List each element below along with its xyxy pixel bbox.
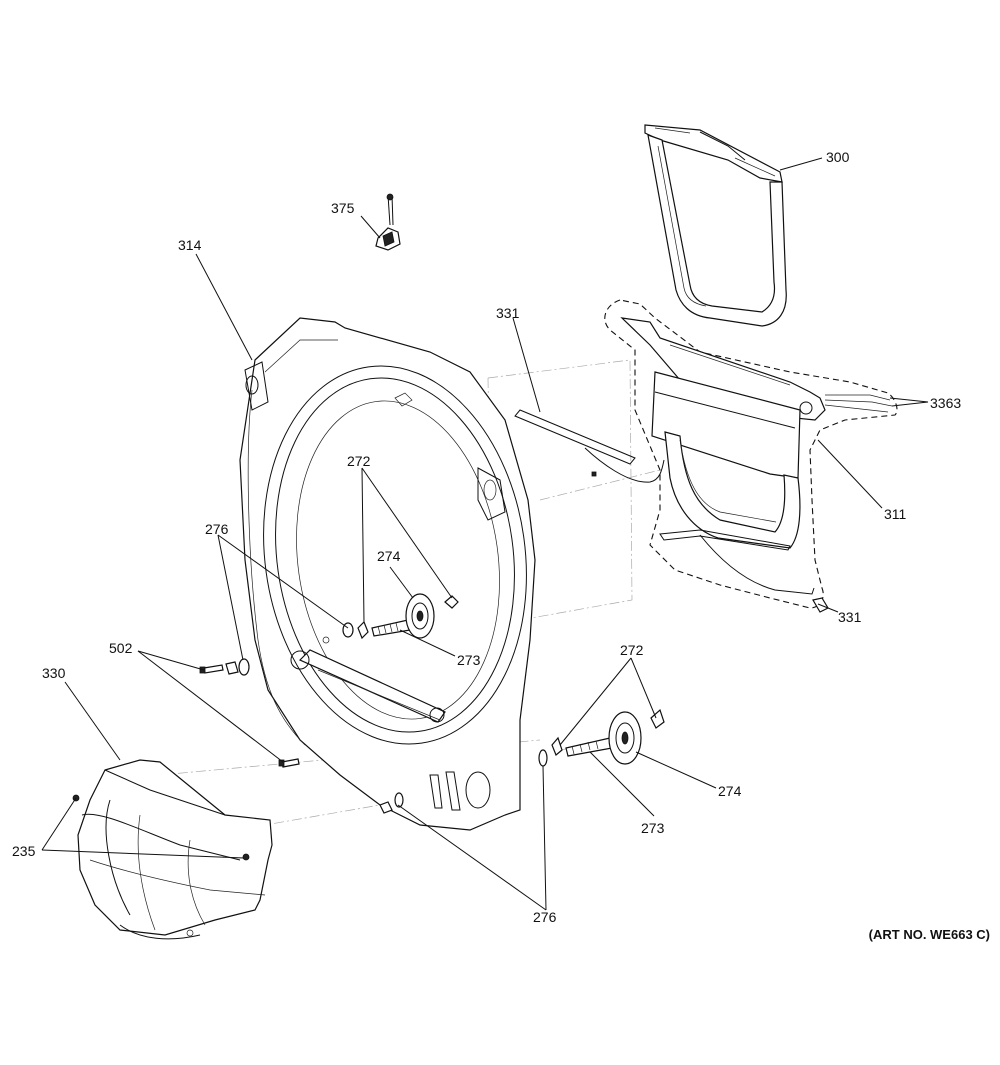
callout-330: 330 <box>42 665 66 681</box>
callout-274-right: 274 <box>718 783 742 799</box>
callout-331-bottom: 331 <box>838 609 862 625</box>
left-roller-assembly[interactable] <box>342 593 459 640</box>
callout-235: 235 <box>12 843 36 859</box>
part-375-sensor[interactable] <box>375 193 401 251</box>
part-311-filter-housing[interactable] <box>604 299 898 609</box>
callout-273-left: 273 <box>457 652 481 668</box>
callout-273-right: 273 <box>641 820 665 836</box>
art-number: (ART NO. WE663 C) <box>869 927 990 942</box>
right-roller-assembly[interactable] <box>538 708 665 767</box>
callout-274-left: 274 <box>377 548 401 564</box>
callout-272-left: 272 <box>347 453 371 469</box>
callout-3363: 3363 <box>930 395 961 411</box>
callout-314: 314 <box>178 237 202 253</box>
part-314-rear-bulkhead[interactable] <box>239 317 550 831</box>
part-330-exhaust-duct[interactable] <box>72 759 273 940</box>
leader-lines <box>41 157 929 911</box>
part-331-seal-strip-top[interactable] <box>514 409 665 483</box>
callout-276-bottom: 276 <box>533 909 557 925</box>
callout-502: 502 <box>109 640 133 656</box>
part-300-lint-filter[interactable] <box>644 124 787 327</box>
callout-311: 311 <box>884 506 907 522</box>
callout-331-top: 331 <box>496 305 520 321</box>
callout-labels: 300 375 314 331 3363 311 331 272 276 274… <box>12 149 990 942</box>
callout-300: 300 <box>826 149 850 165</box>
fastener-set[interactable] <box>199 658 404 814</box>
callout-375: 375 <box>331 200 355 216</box>
callout-272-right: 272 <box>620 642 644 658</box>
callout-276-left: 276 <box>205 521 229 537</box>
